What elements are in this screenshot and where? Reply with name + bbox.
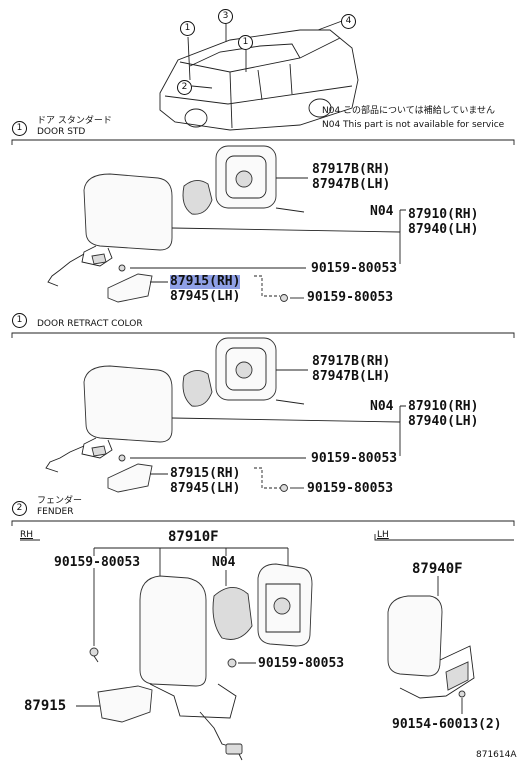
s2-part-87945-lh[interactable]: 87945(LH) [170, 481, 241, 496]
callout-1b-circle: 1 [238, 35, 253, 50]
section-3-drawing [20, 534, 514, 761]
s1-part-87945-lh[interactable]: 87945(LH) [170, 289, 241, 304]
rh-label: RH [20, 530, 34, 540]
section-2-number: 1 [12, 313, 27, 328]
section-2-bracket [11, 332, 515, 338]
s2-part-n04: N04 [370, 399, 394, 414]
s3-part-87915[interactable]: 87915 [24, 698, 67, 714]
s2-part-87947b-lh[interactable]: 87947B(LH) [312, 369, 391, 384]
s1-part-n04: N04 [370, 204, 394, 219]
s3-part-87910f[interactable]: 87910F [168, 529, 219, 545]
callout-4-circle: 4 [341, 14, 356, 29]
s1-part-90159-80053-a[interactable]: 90159-80053 [311, 261, 398, 276]
vehicle-illustration [159, 29, 359, 131]
s1-part-87915-rh-highlighted[interactable]: 87915(RH) [170, 274, 241, 289]
s1-part-87910-rh[interactable]: 87910(RH) [408, 207, 479, 222]
section-1-title-en: DOOR STD [37, 127, 86, 137]
section-2-title-en: DOOR RETRACT COLOR [37, 319, 143, 329]
s2-part-87915-rh[interactable]: 87915(RH) [170, 466, 241, 481]
s3-part-87940f[interactable]: 87940F [412, 561, 463, 577]
section-3-title-en: FENDER [37, 507, 74, 517]
callout-2-circle: 2 [177, 80, 192, 95]
section-3-bracket [11, 520, 515, 526]
s2-part-87940-lh[interactable]: 87940(LH) [408, 414, 479, 429]
notice-japanese: N04 この部品については補給していません [322, 106, 496, 116]
s3-part-90154-60013[interactable]: 90154-60013(2) [392, 717, 502, 732]
section-1-number: 1 [12, 121, 27, 136]
s2-part-90159-80053-a[interactable]: 90159-80053 [311, 451, 398, 466]
figure-id: 871614A [476, 750, 517, 760]
s1-part-87940-lh[interactable]: 87940(LH) [408, 222, 479, 237]
lh-label: LH [377, 530, 389, 540]
section-1-bracket [11, 139, 515, 145]
section-2-drawing [45, 337, 406, 493]
s2-part-87910-rh[interactable]: 87910(RH) [408, 399, 479, 414]
s2-part-87917b-rh[interactable]: 87917B(RH) [312, 354, 391, 369]
callout-3-circle: 3 [218, 9, 233, 24]
s3-part-n04: N04 [212, 555, 236, 570]
s3-part-90159-80053-top[interactable]: 90159-80053 [54, 555, 141, 570]
section-1-drawing [47, 145, 406, 303]
s1-part-87917b-rh[interactable]: 87917B(RH) [312, 162, 391, 177]
callout-1-circle: 1 [180, 21, 195, 36]
s2-part-90159-80053-b[interactable]: 90159-80053 [307, 481, 394, 496]
s3-part-90159-80053-mid[interactable]: 90159-80053 [258, 656, 345, 671]
notice-english: N04 This part is not available for servi… [322, 120, 505, 130]
s1-part-87947b-lh[interactable]: 87947B(LH) [312, 177, 391, 192]
section-1-title-ja: ドア スタンダード [37, 116, 112, 126]
section-3-title-ja: フェンダー [37, 496, 83, 506]
section-3-number: 2 [12, 501, 27, 516]
callout-leaders [187, 20, 343, 89]
s1-part-90159-80053-b[interactable]: 90159-80053 [307, 290, 394, 305]
